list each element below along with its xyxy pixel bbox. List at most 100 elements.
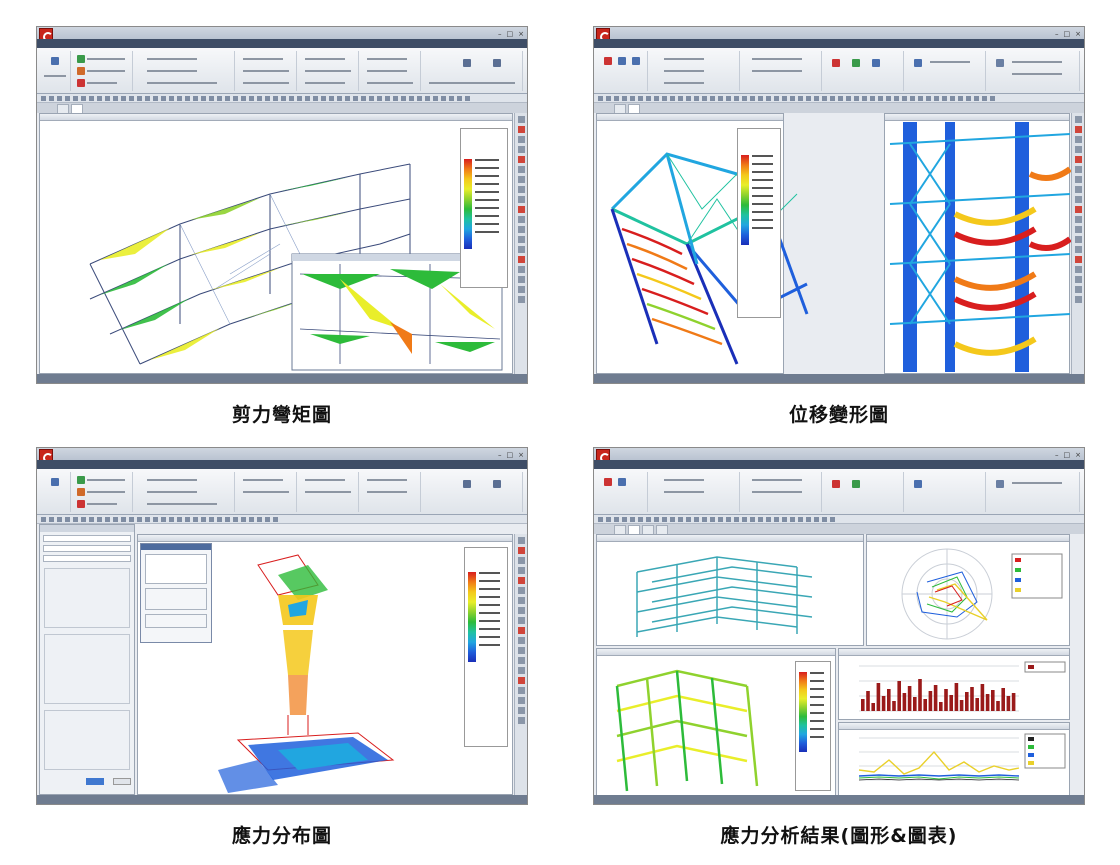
right-icon-toolbar[interactable] — [514, 534, 527, 795]
graph-bar — [907, 686, 912, 711]
panel-stress-results: –□× — [593, 447, 1085, 848]
frame-model-green — [615, 669, 759, 792]
graph-bar — [975, 698, 979, 711]
radar-chart — [901, 548, 1063, 640]
graph-bar — [944, 689, 948, 711]
model-view-canvas[interactable] — [39, 113, 513, 374]
tab-view[interactable] — [614, 104, 626, 113]
color-legend — [460, 128, 508, 288]
graph-bar — [913, 697, 917, 711]
window-title-bar: –□× — [37, 27, 527, 39]
status-bar — [37, 374, 527, 383]
displacement-zoom-view — [889, 122, 1071, 372]
surface-dialog[interactable] — [140, 543, 212, 643]
screenshot-shear-moment: –□× — [36, 26, 528, 384]
model-view-header — [40, 114, 512, 121]
status-bar — [594, 374, 1084, 383]
view-tabs[interactable] — [37, 103, 527, 113]
table-graph-view-lines[interactable] — [838, 722, 1070, 796]
color-legend — [737, 128, 781, 318]
model-view-top[interactable] — [596, 534, 864, 646]
ribbon-view[interactable] — [594, 48, 1084, 94]
panel-shear-moment: –□× — [36, 26, 528, 427]
model-view-right[interactable] — [884, 113, 1071, 374]
shear-moment-diagram — [89, 163, 503, 371]
model-view-bottom[interactable] — [596, 648, 836, 796]
tab-view-active[interactable] — [71, 104, 83, 113]
graph-bar — [933, 685, 938, 711]
color-legend — [464, 547, 508, 747]
screenshot-stress-results: –□× — [593, 447, 1085, 805]
window-controls[interactable]: –□× — [498, 451, 524, 459]
ribbon-results[interactable] — [37, 469, 527, 515]
graph-bar — [949, 695, 953, 711]
table-graph-view-bars[interactable] — [838, 648, 1070, 720]
displacement-3d-frame — [610, 152, 809, 365]
tab-table-graph[interactable] — [628, 525, 640, 534]
graph-bar — [876, 683, 881, 711]
window-controls[interactable]: –□× — [1055, 451, 1081, 459]
ribbon-results[interactable] — [37, 48, 527, 94]
graph-bar — [1011, 693, 1016, 711]
tab-view-active[interactable] — [628, 104, 640, 113]
view-tabs[interactable] — [594, 524, 1084, 534]
window-controls[interactable]: –□× — [1055, 30, 1081, 38]
tab-model-view[interactable] — [614, 525, 626, 534]
view-tabs[interactable] — [594, 103, 1084, 113]
frame-model-cyan — [636, 556, 813, 637]
stress-distribution-model — [218, 554, 395, 793]
window-controls[interactable]: –□× — [498, 30, 524, 38]
tree-menu-panel[interactable] — [39, 524, 135, 795]
status-bar — [594, 795, 1084, 804]
color-legend — [795, 661, 831, 791]
caption-shear-moment: 剪力彎矩圖 — [231, 404, 332, 426]
menu-bar[interactable] — [37, 39, 527, 48]
model-view-header — [138, 535, 512, 542]
model-view-canvas[interactable] — [137, 534, 513, 795]
graph-bar — [965, 692, 969, 711]
toolbar[interactable] — [594, 515, 1084, 524]
graph-bar — [887, 689, 891, 711]
ribbon-view[interactable] — [594, 469, 1084, 515]
window-title-bar: –□× — [594, 27, 1084, 39]
graph-bar — [980, 684, 985, 711]
graph-bar — [871, 703, 875, 711]
toolbar[interactable] — [594, 94, 1084, 103]
graph-bar — [1001, 688, 1005, 711]
screenshot-displacement: –□× — [593, 26, 1085, 384]
graph-bar — [959, 700, 964, 711]
caption-displacement: 位移變形圖 — [788, 404, 889, 426]
tab-table-graph-3[interactable] — [656, 525, 668, 534]
window-title-bar: –□× — [37, 448, 527, 460]
caption-stress-distribution: 應力分布圖 — [231, 825, 332, 847]
graph-bar — [1006, 696, 1011, 711]
menu-bar[interactable] — [594, 460, 1084, 469]
right-icon-toolbar[interactable] — [1071, 113, 1084, 374]
tab-table-graph-2[interactable] — [642, 525, 654, 534]
window-title-bar: –□× — [594, 448, 1084, 460]
menu-bar[interactable] — [37, 460, 527, 469]
graph-bar — [861, 699, 865, 711]
graph-bar — [918, 679, 922, 711]
toolbar[interactable] — [37, 94, 527, 103]
right-icon-toolbar[interactable] — [514, 113, 527, 374]
graph-bar — [892, 701, 896, 711]
panel-displacement: –□× — [593, 26, 1085, 427]
graph-bar — [902, 693, 907, 711]
graph-bar — [996, 701, 1000, 711]
graph-bar — [970, 687, 974, 711]
panel-stress-distribution: –□× — [36, 447, 528, 848]
screenshot-stress-distribution: –□× — [36, 447, 528, 805]
graph-bar — [954, 683, 959, 711]
graph-bar — [928, 691, 933, 711]
toolbar[interactable] — [37, 515, 527, 524]
menu-bar[interactable] — [594, 39, 1084, 48]
graph-bar — [991, 690, 995, 711]
graph-bar — [897, 681, 901, 711]
model-view-left[interactable] — [596, 113, 809, 374]
line-chart — [858, 733, 1066, 781]
tab-view[interactable] — [57, 104, 69, 113]
table-graph-view-radar[interactable] — [866, 534, 1070, 646]
graph-bar — [923, 699, 927, 711]
graph-bar — [939, 702, 943, 711]
